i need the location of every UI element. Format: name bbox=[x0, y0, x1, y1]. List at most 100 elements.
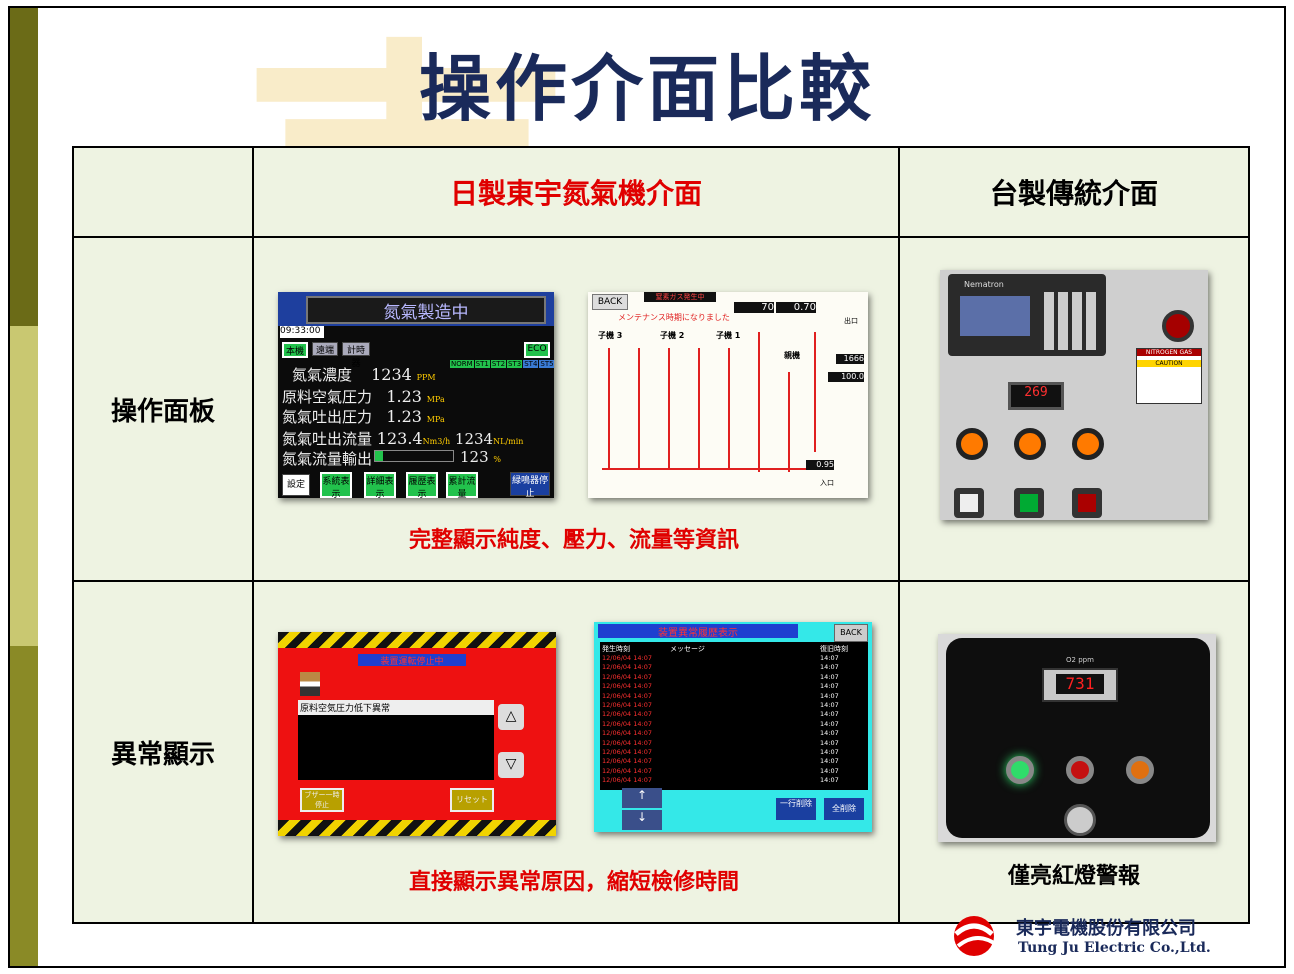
flow-output-bar bbox=[374, 450, 454, 462]
flow-output-bar-fill bbox=[375, 451, 383, 461]
unit-label-1: 子機 1 bbox=[716, 331, 741, 340]
left-bar-bottom bbox=[10, 646, 38, 966]
mode-local-button[interactable]: 本機 bbox=[282, 342, 308, 358]
page-down-button[interactable]: ↓ bbox=[622, 810, 662, 830]
reading-purity: 氮氣濃度 1234 PPM bbox=[292, 365, 436, 384]
raw-pressure-readout: 0.95 bbox=[806, 460, 834, 470]
history-row-time: 12/06/04 14:07 bbox=[602, 719, 652, 728]
traditional-control-panel: Nematron NITROGEN GAS CAUTION 269 bbox=[940, 270, 1208, 520]
hmi-main-screen: 氮氣製造中 09:33:00 本機 遠端 計時器 ECO NORM ST1 ST… bbox=[278, 292, 554, 498]
status-norm: NORM bbox=[450, 360, 474, 368]
scroll-down-icon[interactable]: ▽ bbox=[498, 752, 524, 778]
hmi-system-diagram: BACK 窒素ガス発生中 メンテナンス時期になりました 70 0.70 子機 3… bbox=[588, 292, 868, 498]
system-display-button[interactable]: 系統表示 bbox=[320, 472, 352, 498]
mode-remote-button[interactable]: 遠端 bbox=[312, 342, 338, 356]
purity-readout: 70 bbox=[734, 302, 774, 313]
buzzer-stop-button[interactable]: 緑鳴器停止 bbox=[510, 472, 550, 498]
history-display-button[interactable]: 履歴表示 bbox=[406, 472, 438, 498]
buzzer-pause-button[interactable]: ブザー一時停止 bbox=[300, 788, 344, 812]
history-row-recover: 14:07 bbox=[820, 748, 839, 756]
plc-brand: Nematron bbox=[964, 280, 1004, 289]
history-row-time: 12/06/04 14:07 bbox=[602, 691, 652, 700]
history-row-recover: 14:07 bbox=[820, 757, 839, 766]
header-taiwan-interface: 台製傳統介面 bbox=[898, 146, 1250, 238]
reset-button[interactable]: リセット bbox=[450, 788, 494, 812]
plc-keypad[interactable] bbox=[1044, 292, 1100, 350]
pipe-3 bbox=[668, 348, 670, 468]
history-row[interactable]: 12/06/04 14:07 14:07 bbox=[602, 673, 864, 681]
hmi-alarm-screen: 装置運転停止中 原料空気圧力低下異常 △ ▽ ブザー一時停止 リセット bbox=[278, 632, 556, 836]
history-row-recover: 14:07 bbox=[820, 672, 839, 681]
history-row-time: 12/06/04 14:07 bbox=[602, 729, 652, 738]
col-time-header: 発生時刻 bbox=[602, 645, 630, 653]
digital-meter: 269 bbox=[1008, 382, 1064, 410]
history-row-time: 12/06/04 14:07 bbox=[602, 776, 652, 785]
mode-timer-button[interactable]: 計時器 bbox=[342, 342, 370, 369]
pipe-7 bbox=[788, 372, 790, 472]
history-row-time: 12/06/04 14:07 bbox=[602, 672, 652, 681]
pipe-main bbox=[602, 468, 822, 470]
delete-all-button[interactable]: 全削除 bbox=[824, 798, 864, 820]
eco-button[interactable]: ECO bbox=[524, 342, 550, 358]
history-row-recover: 14:07 bbox=[820, 682, 839, 691]
history-row-recover: 14:07 bbox=[820, 738, 839, 747]
reading-flow: 氮氣吐出流量 123.4Nm3/h 1234NL/min bbox=[282, 429, 524, 448]
alarm-indicator-icon bbox=[300, 672, 320, 696]
history-row[interactable]: 12/06/04 14:07 14:07 bbox=[602, 748, 864, 756]
history-back-button[interactable]: BACK bbox=[834, 624, 868, 642]
history-row[interactable]: 12/06/04 14:07 14:07 bbox=[602, 682, 864, 690]
detail-display-button[interactable]: 詳細表示 bbox=[364, 472, 396, 498]
status-strip: NORM ST1 ST2 ST3 ST4 ST5 bbox=[450, 360, 554, 368]
total-flow-button[interactable]: 累計流量 bbox=[446, 472, 478, 498]
alarm-message: 原料空気圧力低下異常 bbox=[298, 700, 494, 715]
flow-readout-2: 100.0 bbox=[828, 372, 864, 382]
scroll-up-icon[interactable]: △ bbox=[498, 704, 524, 730]
settings-button[interactable]: 設定 bbox=[282, 474, 310, 496]
green-pushbutton[interactable] bbox=[1014, 488, 1044, 518]
pipe-1 bbox=[608, 348, 610, 468]
history-title: 装置異常履歴表示 bbox=[598, 624, 798, 639]
status-st3: ST3 bbox=[507, 360, 523, 368]
history-row-time: 12/06/04 14:07 bbox=[602, 682, 652, 691]
alarm-list: 原料空気圧力低下異常 bbox=[298, 700, 494, 780]
col-recover-header: 復旧時刻 bbox=[820, 645, 848, 653]
nitrogen-sign: NITROGEN GAS CAUTION bbox=[1136, 348, 1202, 404]
nitrogen-sign-title: NITROGEN GAS bbox=[1137, 349, 1201, 356]
white-pushbutton[interactable] bbox=[954, 488, 984, 518]
history-row-time: 12/06/04 14:07 bbox=[602, 710, 652, 719]
history-row-time: 12/06/04 14:07 bbox=[602, 766, 652, 775]
traditional-alarm-panel: O2 ppm 731 bbox=[938, 634, 1216, 842]
hmi-title: 氮氣製造中 bbox=[306, 296, 546, 324]
page-up-button[interactable]: ↑ bbox=[622, 788, 662, 808]
orange-lamp bbox=[1126, 756, 1154, 784]
maintenance-notice: メンテナンス時期になりました bbox=[618, 313, 730, 322]
reading-flow-output: 氮氣流量輸出 bbox=[282, 450, 373, 468]
delete-line-button[interactable]: 一行削除 bbox=[776, 798, 816, 820]
back-button[interactable]: BACK bbox=[592, 294, 628, 310]
o2-meter-units: O2 ppm bbox=[1066, 656, 1094, 664]
history-row-time: 12/06/04 14:07 bbox=[602, 748, 652, 756]
left-bar-top bbox=[10, 8, 38, 326]
reading-air-pressure: 原料空氣圧力 1.23 MPa bbox=[282, 387, 445, 406]
reading-outlet-pressure: 氮氣吐出圧力 1.23 MPa bbox=[282, 407, 445, 426]
red-pushbutton[interactable] bbox=[1072, 488, 1102, 518]
unit-label-master: 親機 bbox=[784, 351, 800, 360]
pipe-5 bbox=[728, 348, 730, 468]
green-lamp bbox=[1006, 756, 1034, 784]
selector-switch[interactable] bbox=[1064, 804, 1096, 836]
alarm-banner: 装置運転停止中 bbox=[358, 654, 466, 667]
history-row-recover: 14:07 bbox=[820, 654, 839, 662]
red-pushbutton-top[interactable] bbox=[1162, 310, 1194, 342]
